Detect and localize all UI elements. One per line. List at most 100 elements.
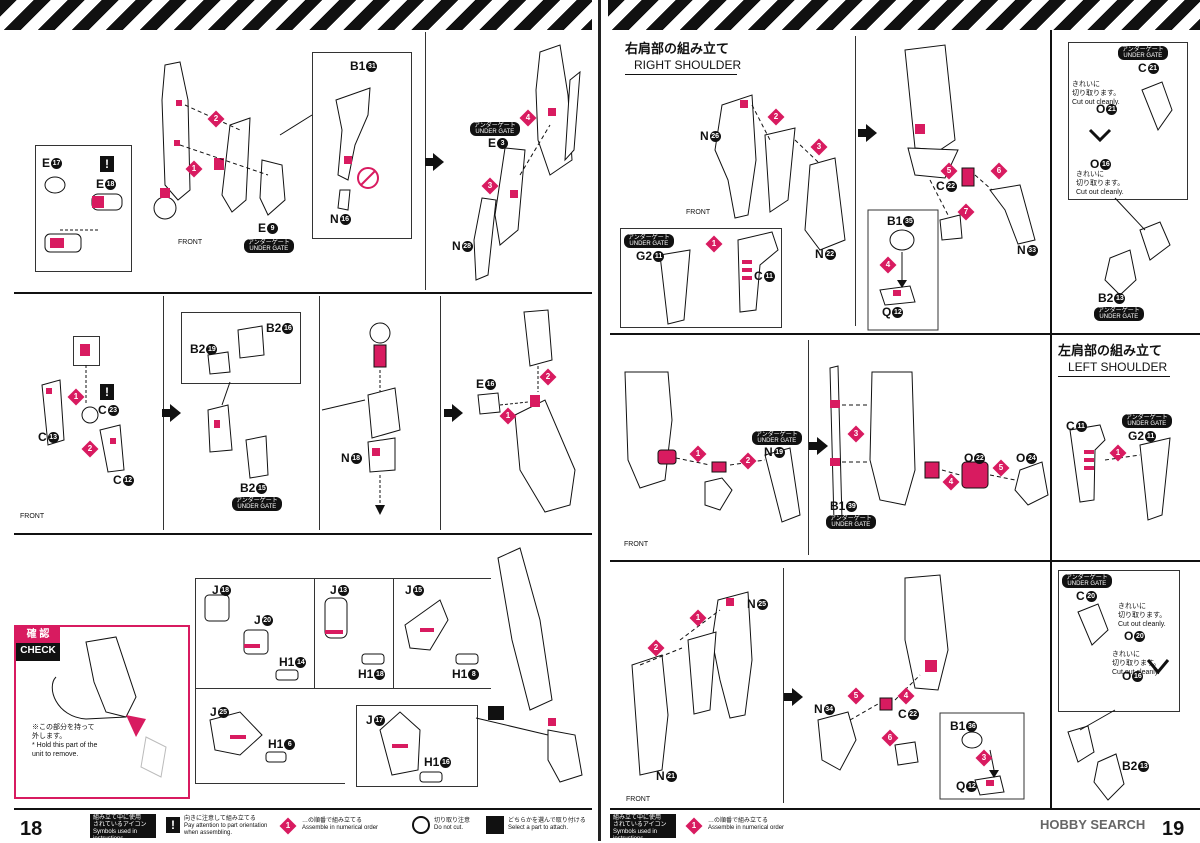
flow-arrow-2: [162, 404, 181, 422]
footer-select-icon: [486, 816, 504, 834]
attention-icon-2: !: [100, 384, 114, 400]
hobby-search-watermark: HOBBY SEARCH: [1040, 817, 1146, 832]
hand-grid-h1: [195, 578, 491, 579]
right-shoulder-underline: [625, 74, 737, 75]
front-label-1: FRONT: [178, 239, 203, 246]
parts-callout-c20: [1058, 570, 1180, 712]
footer-right-order-icon: 1: [685, 817, 703, 835]
flow-arrow-rs-2: [809, 437, 828, 455]
hand-grid-v2: [314, 578, 315, 688]
cut-note-1: きれいに切り取ります。Cut out cleanly.: [1072, 81, 1121, 106]
left-shoulder-title-jp: 左肩部の組み立て: [1058, 343, 1163, 358]
right-col-divider-c: [783, 568, 784, 803]
flow-arrow-ls-1: [784, 688, 803, 706]
check-hand-drawing: [51, 636, 167, 778]
parts-callout-g2-c11: [620, 228, 782, 328]
front-label-5: FRONT: [626, 796, 651, 803]
left-shoulder-underline: [1058, 376, 1170, 377]
right-row-divider-1: [610, 333, 1200, 335]
left-row-divider-1: [14, 292, 592, 294]
page-number-right: 19: [1162, 818, 1185, 840]
left-row-divider-2: [14, 533, 592, 535]
right-row-divider-2: [610, 560, 1200, 562]
flow-arrow-1: [425, 153, 444, 171]
page-spine: [598, 0, 601, 841]
hand-grid-v1: [195, 578, 196, 783]
top-hatch-left: [0, 0, 592, 30]
left-bottom-line: [14, 808, 592, 810]
hand-j17-box: [356, 705, 478, 787]
parts-callout-b1-31: [312, 52, 412, 239]
parts-callout-c21: [1068, 42, 1188, 200]
attention-icon: !: [100, 156, 114, 172]
right-col-divider-main: [1050, 30, 1052, 808]
left-col-divider-c: [319, 296, 320, 530]
front-label-4: FRONT: [624, 541, 649, 548]
